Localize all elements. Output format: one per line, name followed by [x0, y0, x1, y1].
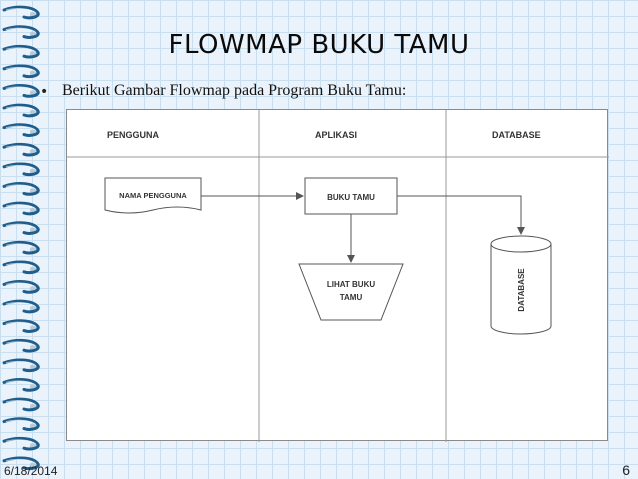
node-nama-pengguna: NAMA PENGGUNA [104, 177, 202, 214]
binding-ring [2, 221, 40, 235]
lane-header-pengguna: PENGGUNA [107, 130, 160, 140]
binding-ring [2, 84, 40, 98]
node-buku-tamu-label: BUKU TAMU [327, 193, 375, 202]
binding-ring [2, 240, 40, 255]
binding-ring [2, 319, 40, 333]
node-database-label: DATABASE [517, 268, 526, 312]
node-lihat-label-line2: TAMU [340, 293, 363, 302]
arrow-buku-tamu-to-database [397, 195, 525, 235]
binding-ring [2, 397, 40, 412]
binding-ring [2, 123, 40, 137]
bullet-text: Berikut Gambar Flowmap pada Program Buku… [62, 82, 407, 99]
bullet-icon: • [40, 84, 49, 100]
binding-ring [2, 358, 40, 373]
lane-header-database: DATABASE [492, 130, 541, 140]
binding-ring [2, 64, 40, 79]
lane-header-aplikasi: APLIKASI [315, 130, 357, 140]
binding-ring [2, 280, 40, 294]
binding-ring [2, 201, 40, 216]
binding-ring [2, 417, 40, 431]
binding-ring [2, 142, 40, 157]
binding-ring [2, 378, 40, 392]
notebook-binding [2, 5, 40, 471]
flowmap-canvas: PENGGUNA APLIKASI DATABASE NAMA PENGGUNA… [67, 110, 609, 442]
node-buku-tamu: BUKU TAMU [304, 177, 398, 215]
binding-ring [2, 103, 40, 118]
binding-ring [2, 25, 40, 39]
page-number: 6 [622, 462, 630, 478]
flowmap-diagram: PENGGUNA APLIKASI DATABASE NAMA PENGGUNA… [66, 109, 609, 442]
binding-ring [2, 182, 40, 196]
node-lihat-label-line1: LIHAT BUKU [327, 280, 376, 289]
binding-ring [2, 456, 40, 471]
node-nama-pengguna-label: NAMA PENGGUNA [119, 191, 187, 200]
binding-ring [2, 162, 40, 177]
binding-ring [2, 5, 40, 20]
node-lihat-buku-tamu: LIHAT BUKU TAMU [298, 263, 404, 321]
binding-ring [2, 338, 40, 353]
binding-ring [2, 44, 40, 59]
binding-ring [2, 436, 40, 451]
binding-ring [2, 299, 40, 314]
footer-date: 6/18/2014 [4, 464, 58, 478]
node-database: DATABASE [490, 235, 552, 335]
binding-ring [2, 260, 40, 275]
slide-title: FLOWMAP BUKU TAMU [168, 30, 470, 60]
